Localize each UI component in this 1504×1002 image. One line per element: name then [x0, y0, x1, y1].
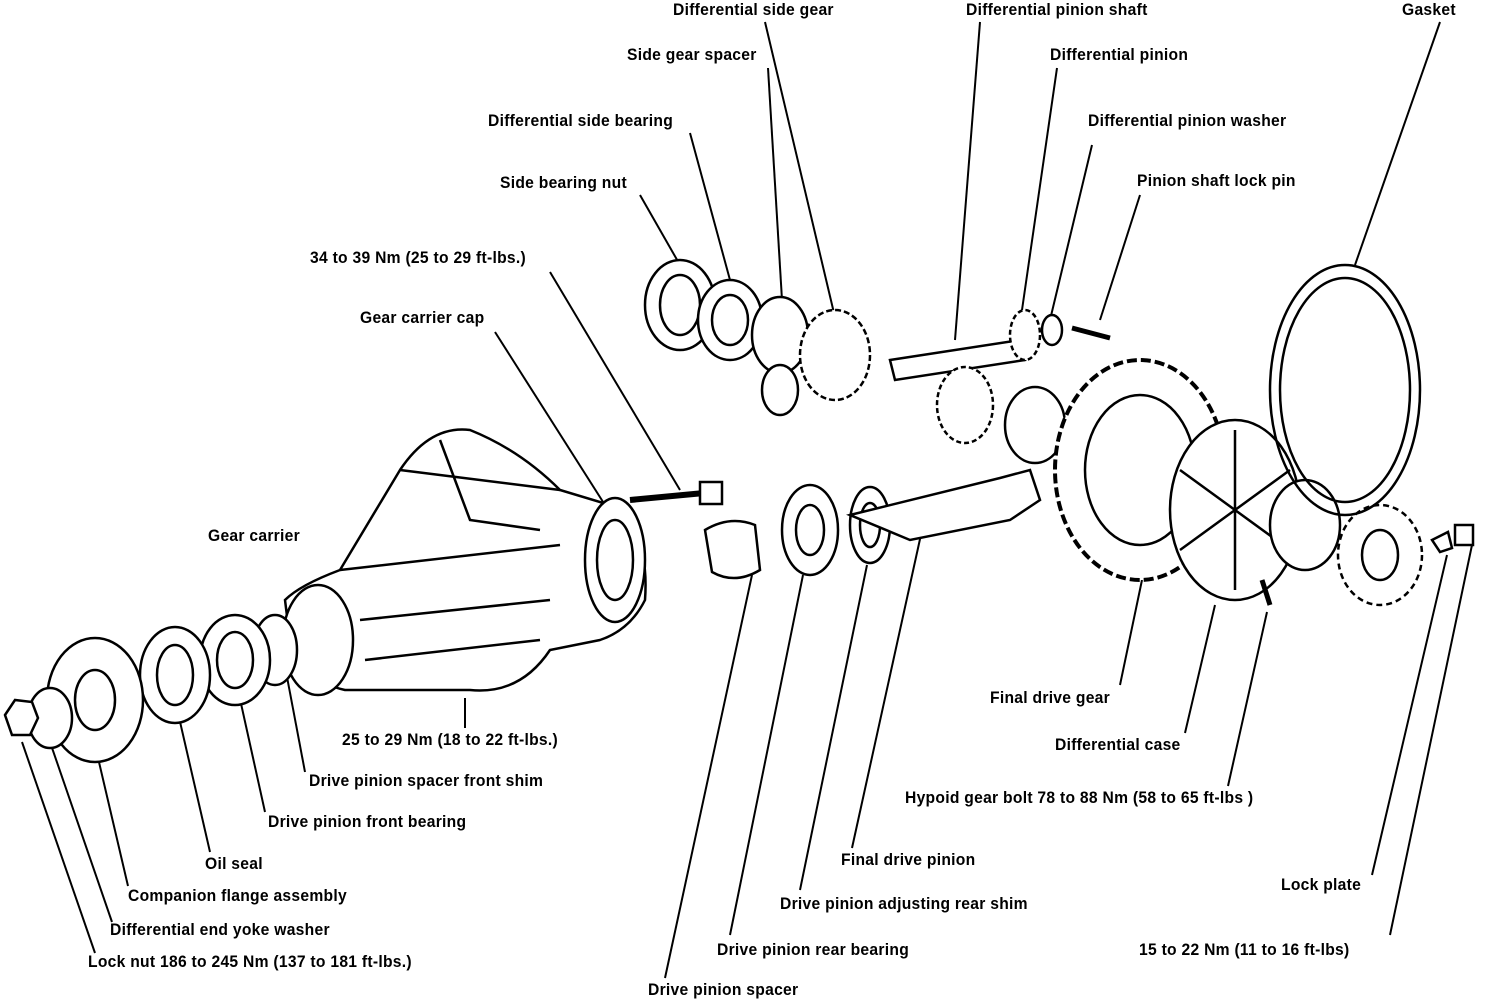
label-oil-seal: Oil seal — [205, 854, 263, 873]
leader-side-gear-spacer — [767, 67, 783, 301]
leader-pinion-spacer — [664, 574, 753, 979]
pinion-shaft-parts — [888, 308, 1111, 465]
leader-pinion-shaft — [954, 21, 981, 341]
leader-final-drive-gear — [1119, 579, 1143, 686]
label-drive-pinion-rear-bearing: Drive pinion rear bearing — [717, 940, 910, 959]
label-final-drive-pinion: Final drive pinion — [841, 850, 976, 869]
label-differential-pinion-shaft: Differential pinion shaft — [966, 0, 1148, 19]
leader-lock-nut — [21, 741, 96, 954]
differential-case — [1168, 418, 1424, 607]
label-final-drive-gear: Final drive gear — [990, 688, 1111, 707]
lock-plate-bolt — [1430, 523, 1475, 554]
leader-oil-seal — [174, 699, 211, 853]
label-gear-carrier-cap: Gear carrier cap — [360, 308, 485, 327]
label-pinion-shaft-lock-pin: Pinion shaft lock pin — [1137, 171, 1296, 190]
leader-lock-plate — [1371, 554, 1448, 876]
leader-side-bearing-nut — [639, 194, 681, 266]
leader-rear-bearing — [729, 574, 804, 936]
leader-gasket — [1354, 21, 1441, 266]
label-gear-carrier: Gear carrier — [208, 526, 301, 545]
label-drive-pinion-spacer: Drive pinion spacer — [648, 980, 799, 999]
label-differential-pinion: Differential pinion — [1050, 45, 1189, 64]
front-parts — [3, 613, 299, 764]
label-carrier-torque: 25 to 29 Nm (18 to 22 ft-lbs.) — [342, 730, 558, 749]
pinion-parts — [703, 468, 1042, 580]
side-bearing-parts — [643, 258, 872, 417]
leader-carrier-cap — [494, 331, 606, 506]
label-cap-bolt-torque: 34 to 39 Nm (25 to 29 ft-lbs.) — [310, 248, 526, 267]
gear-carrier — [281, 428, 647, 697]
label-lock-plate: Lock plate — [1281, 875, 1362, 894]
label-differential-case: Differential case — [1055, 735, 1181, 754]
leader-companion-flange — [94, 744, 129, 887]
leader-diff-pinion — [1021, 67, 1058, 311]
label-drive-pinion-front-bearing: Drive pinion front bearing — [268, 812, 467, 831]
leader-diff-case — [1184, 604, 1216, 734]
leader-cap-torque — [549, 271, 681, 491]
leader-front-bearing — [237, 689, 266, 813]
leader-rear-shim — [799, 564, 868, 891]
label-drive-pinion-adjusting-rear-shim: Drive pinion adjusting rear shim — [780, 894, 1028, 913]
gasket — [1268, 263, 1422, 517]
leader-yoke-washer — [49, 741, 113, 923]
label-side-gear-spacer: Side gear spacer — [627, 45, 757, 64]
label-lock-nut: Lock nut 186 to 245 Nm (137 to 181 ft-lb… — [88, 952, 412, 971]
leader-side-bearing — [689, 132, 731, 281]
label-differential-side-bearing: Differential side bearing — [488, 111, 674, 130]
label-differential-side-gear: Differential side gear — [673, 0, 834, 19]
leader-lock-pin — [1099, 194, 1141, 321]
leader-final-drive-pinion — [851, 529, 923, 849]
label-hypoid-gear-bolt: Hypoid gear bolt 78 to 88 Nm (58 to 65 f… — [905, 788, 1254, 807]
leader-hypoid-bolt — [1227, 611, 1268, 787]
label-companion-flange-assembly: Companion flange assembly — [128, 886, 347, 905]
cap-bolt — [629, 480, 724, 506]
label-drive-pinion-spacer-front-shim: Drive pinion spacer front shim — [309, 771, 544, 790]
label-lock-bolt-torque: 15 to 22 Nm (11 to 16 ft-lbs) — [1139, 940, 1350, 959]
leader-side-gear — [764, 21, 839, 331]
label-side-bearing-nut: Side bearing nut — [500, 173, 627, 192]
label-differential-end-yoke-washer: Differential end yoke washer — [110, 920, 330, 939]
leader-lock-bolt-torque — [1389, 544, 1473, 936]
leader-pinion-washer — [1049, 144, 1093, 321]
label-differential-pinion-washer: Differential pinion washer — [1088, 111, 1287, 130]
leader-lines — [21, 21, 1473, 979]
label-gasket: Gasket — [1402, 0, 1456, 19]
